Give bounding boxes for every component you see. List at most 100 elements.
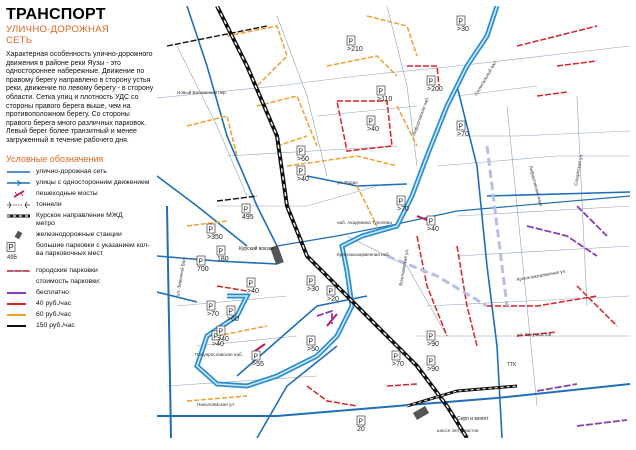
- tunnel-icon: [6, 201, 32, 209]
- svg-text:P: P: [298, 149, 303, 156]
- svg-text:P: P: [398, 199, 403, 206]
- parking-sign[interactable]: P>20: [326, 285, 339, 303]
- map-labels: Курский вокзал Серп и молот шоссе Энтузи…: [174, 59, 584, 433]
- svg-text:P: P: [308, 279, 313, 286]
- map-canvas[interactable]: Курский вокзал Серп и молот шоссе Энтузи…: [157, 6, 630, 438]
- parking-sign[interactable]: P>30: [306, 275, 319, 293]
- free-line-icon: [6, 289, 32, 297]
- red-line-icon: [6, 300, 32, 308]
- label-ttk: ТТК: [507, 362, 516, 368]
- parking-sign[interactable]: P>40: [216, 325, 229, 343]
- parking-sign[interactable]: P>40: [211, 330, 224, 348]
- city-parking-icon: [6, 267, 32, 275]
- svg-text:P: P: [8, 243, 13, 252]
- label-zemlyanoy: ул. Земляной Вал: [174, 257, 187, 296]
- parking-sign[interactable]: P>90: [426, 355, 439, 373]
- black-line-icon: [6, 322, 32, 330]
- station-kursky: [270, 245, 284, 265]
- parking-sign[interactable]: P>40: [296, 165, 309, 183]
- legend-item-stations: железнодорожные станции: [6, 230, 154, 239]
- svg-text:P: P: [198, 259, 203, 266]
- road-line-icon: [6, 168, 32, 176]
- parking-sign[interactable]: P>70: [206, 300, 219, 318]
- svg-text:P: P: [298, 169, 303, 176]
- parking-capacity: 700: [197, 266, 209, 273]
- svg-text:P: P: [208, 304, 213, 311]
- parking-capacity: >60: [297, 156, 309, 163]
- svg-text:P: P: [248, 281, 253, 288]
- parking-capacity: >200: [427, 86, 443, 93]
- page-title: ТРАНСПОРТ: [6, 6, 106, 23]
- svg-text:P: P: [328, 289, 333, 296]
- svg-text:P: P: [308, 339, 313, 346]
- legend-item-tunnels: тоннели: [6, 201, 154, 209]
- label-ent2: ул. Энтузиастов: [517, 332, 552, 337]
- parking-capacity: >90: [427, 366, 439, 373]
- parking-sign[interactable]: P>60: [226, 305, 239, 323]
- parking-capacity: >40: [367, 126, 379, 133]
- parking-capacity: >40: [212, 341, 224, 348]
- pedestrian-bridge-icon: [6, 189, 32, 198]
- parking-sign[interactable]: P>40: [246, 277, 259, 295]
- metro-tunnel-lines: [386, 145, 509, 308]
- parking-capacity: >40: [427, 226, 439, 233]
- svg-text:P: P: [253, 354, 258, 361]
- parking-40-streets: [216, 25, 618, 407]
- parking-capacity: >70: [392, 361, 404, 368]
- parking-sign-icon: P 495: [6, 241, 32, 264]
- map-view[interactable]: Курский вокзал Серп и молот шоссе Энтузи…: [157, 6, 630, 438]
- parking-sign[interactable]: P>70: [391, 350, 404, 368]
- label-lefortovo-park: Лефортовский парк: [528, 165, 545, 208]
- svg-text:P: P: [243, 207, 248, 214]
- parking-capacity: >40: [247, 288, 259, 295]
- parking-sign[interactable]: P20: [356, 415, 366, 433]
- parking-sign[interactable]: P>90: [426, 330, 439, 348]
- parking-capacity: >30: [307, 286, 319, 293]
- parking-sign[interactable]: P>110: [376, 85, 392, 103]
- label-krasnokazarm: Красноказарменная наб.: [337, 252, 390, 257]
- parking-sign[interactable]: P>60: [296, 145, 309, 163]
- parking-capacity: >30: [457, 26, 469, 33]
- legend-item-40: 40 руб./час: [6, 300, 154, 308]
- legend-item-free: бесплатно: [6, 289, 154, 297]
- parking-sign[interactable]: P>70: [456, 120, 469, 138]
- parking-150-streets: [166, 25, 268, 202]
- label-tupolev: наб. Академика Туполева: [337, 220, 392, 225]
- svg-text:P: P: [378, 89, 383, 96]
- yauza-river: [194, 6, 500, 389]
- svg-text:P: P: [458, 124, 463, 131]
- svg-text:P: P: [428, 334, 433, 341]
- legend-item-cost-title: стоимость парковки:: [36, 277, 101, 285]
- minor-streets: [157, 6, 630, 407]
- parking-capacity: 20: [357, 426, 365, 433]
- parking-sign[interactable]: P>55: [251, 350, 264, 368]
- legend-title: Условные обозначения: [6, 153, 104, 164]
- orange-line-icon: [6, 311, 32, 319]
- parking-capacity: >55: [252, 361, 264, 368]
- parking-sign[interactable]: P>200: [426, 75, 443, 93]
- parking-sign[interactable]: P>40: [426, 215, 439, 233]
- svg-text:P: P: [228, 309, 233, 316]
- parking-sample-number: 495: [7, 255, 18, 261]
- legend-item-one-way: улицы с односторонним движением: [6, 179, 154, 187]
- label-serp: Серп и молот: [457, 416, 489, 422]
- parking-capacity: >110: [377, 96, 392, 103]
- parking-sign[interactable]: P>70: [396, 195, 409, 213]
- parking-capacity: >70: [397, 206, 409, 213]
- label-radio: ул. Радио: [337, 180, 358, 185]
- parking-sign[interactable]: P>30: [456, 15, 469, 33]
- railway-kursk: [215, 6, 518, 438]
- svg-text:P: P: [428, 359, 433, 366]
- svg-text:P: P: [208, 227, 213, 234]
- parking-sign[interactable]: P>40: [366, 115, 379, 133]
- parking-sign[interactable]: P>50: [306, 335, 319, 353]
- parking-capacity: >210: [347, 46, 363, 53]
- parking-sign[interactable]: P>350: [206, 223, 223, 241]
- label-basmannaya: Новый Басманный пер.: [177, 89, 227, 95]
- parking-sign[interactable]: P>210: [346, 35, 363, 53]
- parking-capacity: 180: [217, 256, 229, 263]
